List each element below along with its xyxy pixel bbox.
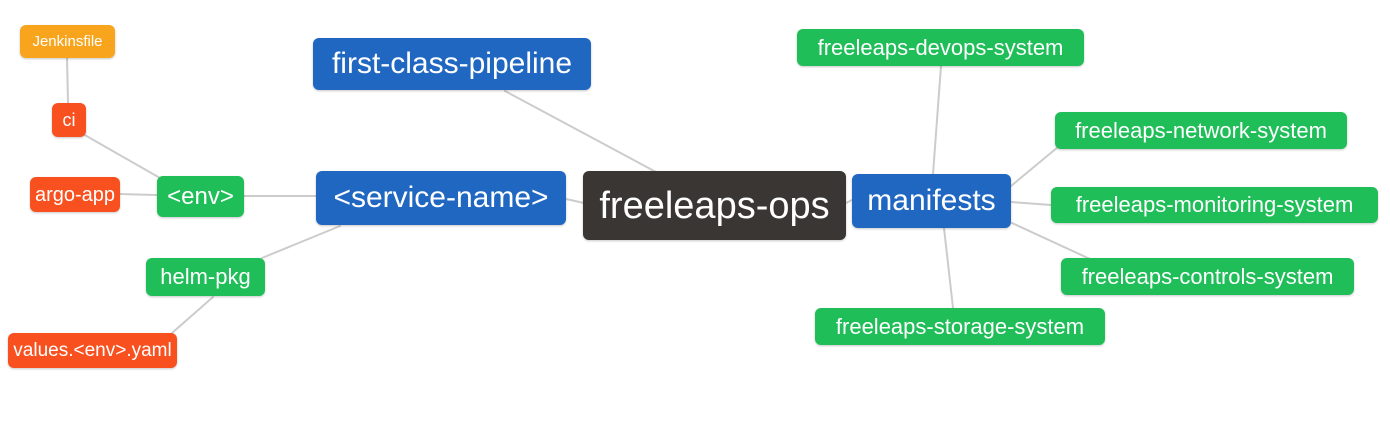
node-freeleaps-ops[interactable]: freeleaps-ops: [583, 171, 846, 240]
node-values-env-yaml[interactable]: values.<env>.yaml: [8, 333, 177, 368]
node-network-system[interactable]: freeleaps-network-system: [1055, 112, 1347, 149]
node-env[interactable]: <env>: [157, 176, 244, 217]
node-service-name[interactable]: <service-name>: [316, 171, 566, 225]
node-monitoring-system[interactable]: freeleaps-monitoring-system: [1051, 187, 1378, 223]
node-manifests[interactable]: manifests: [852, 174, 1011, 228]
node-first-class-pipeline[interactable]: first-class-pipeline: [313, 38, 591, 90]
node-helm-pkg[interactable]: helm-pkg: [146, 258, 265, 296]
node-jenkinsfile[interactable]: Jenkinsfile: [20, 25, 115, 58]
node-controls-system[interactable]: freeleaps-controls-system: [1061, 258, 1354, 295]
node-devops-system[interactable]: freeleaps-devops-system: [797, 29, 1084, 66]
node-ci[interactable]: ci: [52, 103, 86, 137]
node-argo-app[interactable]: argo-app: [30, 177, 120, 212]
node-storage-system[interactable]: freeleaps-storage-system: [815, 308, 1105, 345]
